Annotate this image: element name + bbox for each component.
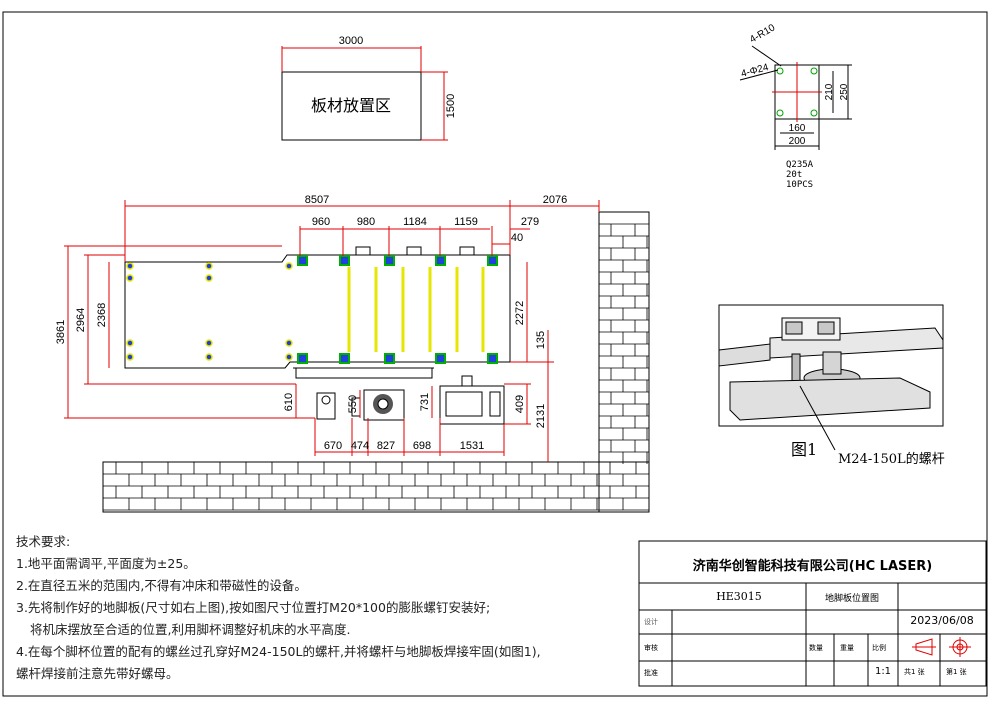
dim-left-inner: 2368 [96,303,108,327]
storage-label: 板材放置区 [311,96,391,115]
figure-caption: 图1 [791,440,817,459]
dim-right-top: 2076 [543,194,567,206]
footplate-chamfer: 4-R10 [748,22,777,45]
dim-h-a: 610 [283,393,295,411]
footplate-detail: 4-R10 4-Φ24 210 250 160 200 Q235A 20t 10… [739,22,852,190]
storage-area: 3000 1500 板材放置区 [281,35,457,141]
scale-label: 比例 [872,644,886,652]
dim-top-a: 960 [312,216,330,228]
dim-top-f: 40 [511,232,523,244]
footplate-h-inner: 210 [824,83,835,100]
dim-top-b: 980 [357,216,375,228]
requirements-title: 技术要求: [16,534,71,549]
dim-right-b: 135 [535,331,547,349]
dim-top-e: 279 [521,216,539,228]
dim-top-d: 1159 [454,216,478,228]
sheet-number: 第1 张 [946,668,967,676]
footplate-material: Q235A [786,160,814,170]
weight-label: 重量 [840,644,854,652]
company-name: 济南华创智能科技有限公司(HC LASER) [692,559,933,574]
review-label: 审核 [644,644,658,652]
footplate-w-inner: 160 [789,123,806,134]
dim-bot-a: 670 [324,440,342,452]
qty-label: 数量 [809,644,823,652]
dim-h-b: 550 [347,395,359,413]
storage-height: 1500 [445,94,457,118]
model-number: HE3015 [716,590,762,603]
dim-left-mid: 2964 [75,308,87,332]
figure-1: 图1 M24-150L的螺杆 [718,304,945,467]
dim-bot-c: 827 [377,440,395,452]
requirement-1: 1.地平面需调平,平面度为±25。 [16,556,196,571]
approve-label: 批准 [644,669,658,677]
dim-bot-e: 1531 [460,440,484,452]
footplate-h-outer: 250 [839,83,850,100]
footplate-qty: 10PCS [786,180,813,190]
dim-bot-d: 698 [413,440,431,452]
scale-value: 1:1 [874,666,892,677]
title-block [638,540,987,687]
dimension-labels: 8507 2076 960 980 1184 1159 279 40 3861 … [55,194,567,452]
dim-right-d: 2131 [535,404,547,428]
storage-width: 3000 [339,35,363,47]
requirement-4: 4.在每个脚杯位置的配有的螺丝过孔穿好M24-150L的螺杆,并将螺杆与地脚板焊… [16,644,541,659]
dim-right-c: 409 [514,395,526,413]
footplate-w-outer: 200 [789,136,806,147]
drawing-border [2,11,988,697]
brick-wall [102,211,650,513]
footplate-hole: 4-Φ24 [740,62,770,80]
dim-overall-top: 8507 [305,194,329,206]
sheets-total: 共1 张 [904,668,925,676]
dim-h-c: 731 [419,393,431,411]
requirement-4-cont: 螺杆焊接前注意先带好螺母。 [16,666,179,681]
dim-bot-b: 474 [351,440,369,452]
footplate-thickness: 20t [786,170,802,180]
dim-right-a: 2272 [514,301,526,325]
design-label: 设计 [644,618,658,626]
requirement-3-cont: 将机床摆放至合适的位置,利用脚杯调整好机床的水平高度. [30,622,351,637]
dimension-lines [64,200,600,462]
figure-callout: M24-150L的螺杆 [838,451,945,467]
drawing-name: 地脚板位置图 [824,594,879,604]
requirement-3: 3.先将制作好的地脚板(尺寸如右上图),按如图尺寸位置打M20*100的膨胀螺钉… [16,600,491,615]
dim-left-outer: 3861 [55,320,67,344]
drawing-date: 2023/06/08 [910,614,974,627]
requirement-2: 2.在直径五米的范围内,不得有冲床和带磁性的设备。 [16,578,307,593]
machine-layout [124,246,511,425]
dim-top-c: 1184 [403,216,427,228]
